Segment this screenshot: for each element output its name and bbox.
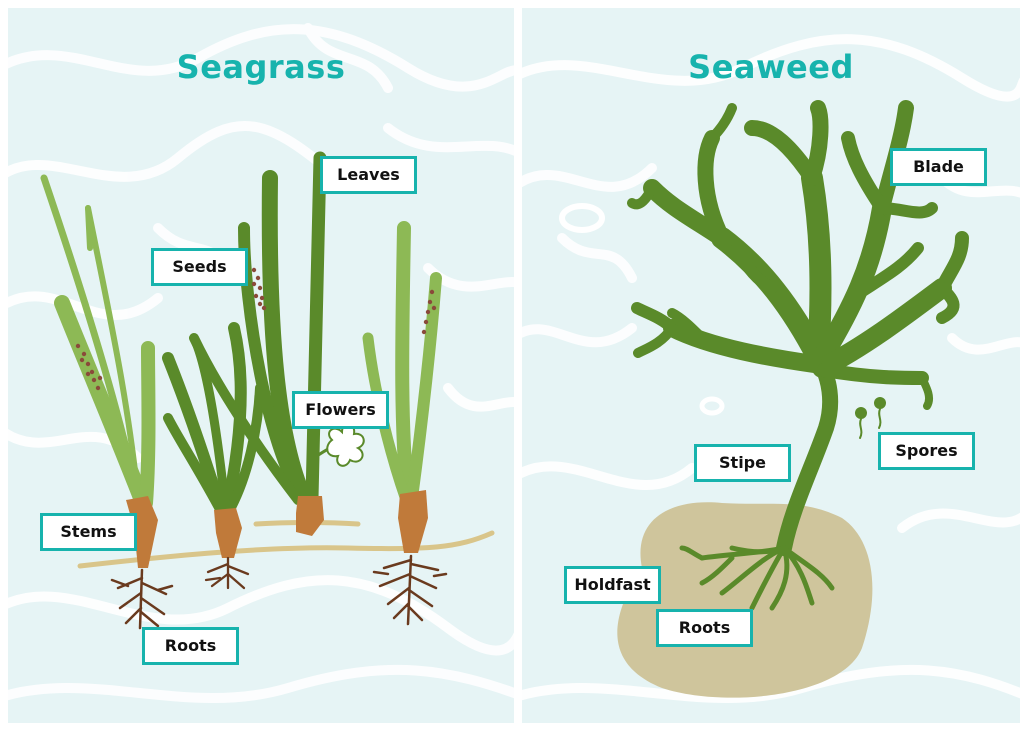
stem-4	[398, 490, 428, 553]
seagrass-panel: Seagrass	[8, 8, 514, 723]
spores-label: Spores	[878, 432, 975, 470]
stem-3	[296, 496, 324, 536]
flower	[327, 424, 364, 466]
roots-label-seaweed: Roots	[656, 609, 753, 647]
flowers-label: Flowers	[292, 391, 389, 429]
seagrass-illustration	[8, 8, 514, 723]
blade-label: Blade	[890, 148, 987, 186]
stems-label: Stems	[40, 513, 137, 551]
stipe-label: Stipe	[694, 444, 791, 482]
leaves-label: Leaves	[320, 156, 417, 194]
roots-label-seagrass: Roots	[142, 627, 239, 665]
seeds-label: Seeds	[151, 248, 248, 286]
holdfast-label: Holdfast	[564, 566, 661, 604]
seaweed-illustration	[522, 8, 1020, 723]
seaweed-panel: Seaweed	[522, 8, 1020, 723]
